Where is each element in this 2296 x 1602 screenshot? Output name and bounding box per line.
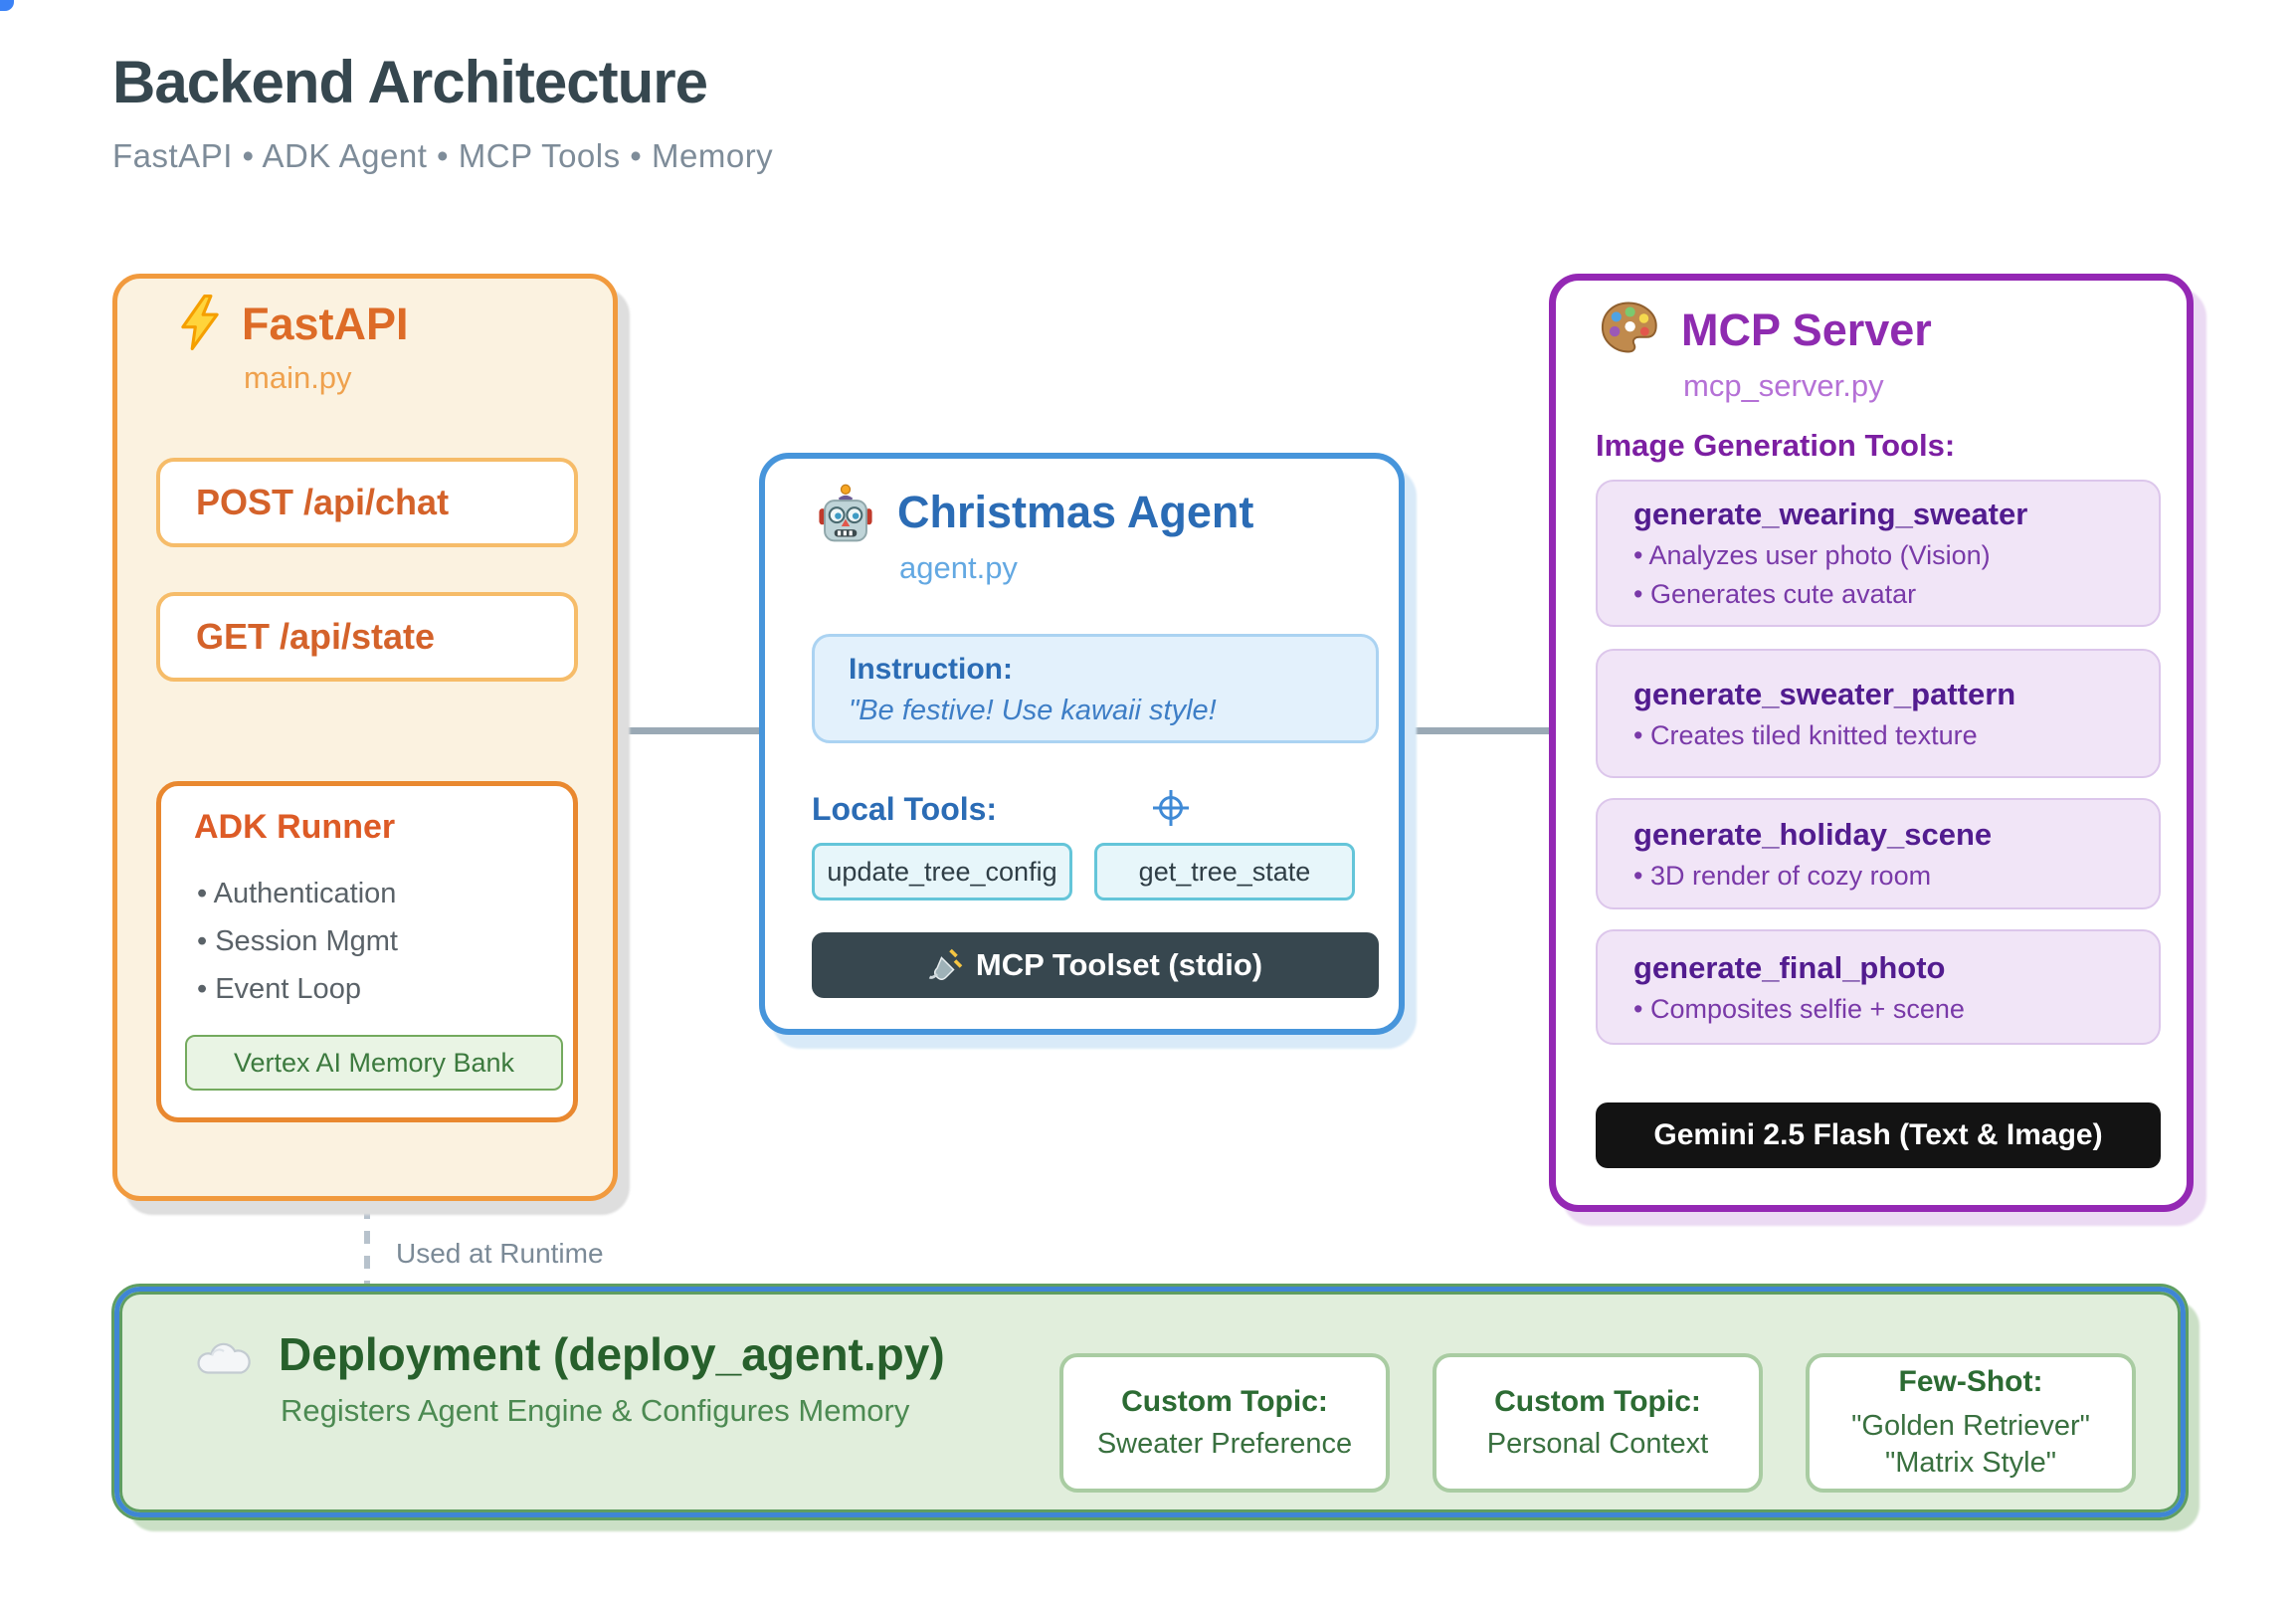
mcp-tool-card-generate-holiday-scene: generate_holiday_scene 3D render of cozy… xyxy=(1596,798,2161,909)
adk-item-event-loop: Event Loop xyxy=(197,973,361,1006)
connector-agent-mcp xyxy=(1401,727,1552,734)
mcp-server-box: MCP Server mcp_server.py Image Generatio… xyxy=(1549,274,2194,1212)
deployment-box: Deployment (deploy_agent.py) Registers A… xyxy=(111,1284,2189,1520)
connector-fastapi-agent xyxy=(617,727,763,734)
christmas-agent-box: Christmas Agent agent.py Instruction: "B… xyxy=(759,453,1405,1035)
page-title: Backend Architecture xyxy=(112,49,708,115)
mcp-tool-bullet: Composites selfie + scene xyxy=(1633,994,2159,1025)
mcp-tool-bullet: Analyzes user photo (Vision) xyxy=(1633,540,2159,571)
mcp-toolset-label: MCP Toolset (stdio) xyxy=(975,947,1263,982)
deployment-card-sweater-preference: Custom Topic: Sweater Preference xyxy=(1059,1353,1390,1493)
runtime-label: Used at Runtime xyxy=(396,1238,604,1269)
fastapi-box: FastAPI main.py POST /api/chat GET /api/… xyxy=(112,274,618,1201)
deployment-card-personal-context: Custom Topic: Personal Context xyxy=(1433,1353,1763,1493)
mcp-tool-bullet: 3D render of cozy room xyxy=(1633,861,2159,892)
vertex-ai-memory-bank-pill: Vertex AI Memory Bank xyxy=(185,1035,563,1091)
lightning-bolt-icon xyxy=(181,295,219,350)
tool-pill-update-tree-config: update_tree_config xyxy=(812,843,1072,901)
agent-filename: agent.py xyxy=(899,550,1018,585)
endpoint-post-api-chat: POST /api/chat xyxy=(156,458,578,547)
cloud-icon xyxy=(197,1342,251,1374)
instruction-label: Instruction: xyxy=(849,653,1013,686)
mcp-tool-name: generate_holiday_scene xyxy=(1633,816,1993,852)
deployment-card-few-shot: Few-Shot: "Golden Retriever" "Matrix Sty… xyxy=(1806,1353,2136,1493)
mcp-tool-bullet: Generates cute avatar xyxy=(1633,579,2159,610)
deployment-subtitle: Registers Agent Engine & Configures Memo… xyxy=(281,1393,910,1428)
mcp-tool-card-generate-final-photo: generate_final_photo Composites selfie +… xyxy=(1596,929,2161,1045)
mcp-server-filename: mcp_server.py xyxy=(1683,368,1884,403)
fastapi-title: FastAPI xyxy=(242,299,409,349)
window-corner-fragment xyxy=(0,0,14,11)
mcp-tool-name: generate_wearing_sweater xyxy=(1633,497,2028,531)
gemini-model-bar: Gemini 2.5 Flash (Text & Image) xyxy=(1596,1102,2161,1168)
adk-item-authentication: Authentication xyxy=(197,878,397,910)
page-subtitle: FastAPI • ADK Agent • MCP Tools • Memory xyxy=(112,137,774,174)
deployment-card-label: Custom Topic: xyxy=(1494,1385,1701,1418)
mcp-tool-name: generate_final_photo xyxy=(1633,949,1946,985)
robot-icon xyxy=(819,484,872,542)
mcp-tool-name: generate_sweater_pattern xyxy=(1633,676,2016,711)
deployment-card-label: Few-Shot: xyxy=(1898,1365,2043,1399)
mcp-tool-card-generate-wearing-sweater: generate_wearing_sweater Analyzes user p… xyxy=(1596,480,2161,627)
local-tools-label: Local Tools: xyxy=(812,791,998,827)
mcp-tool-card-generate-sweater-pattern: generate_sweater_pattern Creates tiled k… xyxy=(1596,649,2161,778)
mcp-tool-bullet: Creates tiled knitted texture xyxy=(1633,720,2159,751)
mcp-server-title: MCP Server xyxy=(1681,304,1932,355)
deployment-card-label: Custom Topic: xyxy=(1121,1385,1328,1418)
deployment-card-value: Personal Context xyxy=(1486,1428,1709,1460)
deployment-card-value: "Golden Retriever" xyxy=(1851,1410,2090,1443)
adk-item-session-mgmt: Session Mgmt xyxy=(197,925,398,958)
instruction-box: Instruction: "Be festive! Use kawaii sty… xyxy=(812,634,1379,743)
palette-icon xyxy=(1601,301,1657,353)
deployment-title: Deployment (deploy_agent.py) xyxy=(279,1328,945,1380)
crosshair-icon xyxy=(1153,790,1189,826)
connector-runtime-dashed-line xyxy=(364,1206,370,1286)
adk-runner-box: ADK Runner Authentication Session Mgmt E… xyxy=(156,781,578,1122)
mcp-toolset-bar: MCP Toolset (stdio) xyxy=(812,932,1379,998)
endpoint-get-api-state: GET /api/state xyxy=(156,592,578,682)
fastapi-filename: main.py xyxy=(244,360,352,395)
tool-pill-get-tree-state: get_tree_state xyxy=(1094,843,1355,901)
plug-icon xyxy=(928,948,963,980)
adk-runner-title: ADK Runner xyxy=(194,808,396,846)
agent-title: Christmas Agent xyxy=(897,487,1254,537)
image-generation-tools-label: Image Generation Tools: xyxy=(1596,428,1956,463)
deployment-card-value: "Matrix Style" xyxy=(1884,1446,2057,1479)
instruction-text: "Be festive! Use kawaii style! xyxy=(849,695,1217,726)
deployment-card-value: Sweater Preference xyxy=(1096,1428,1353,1460)
